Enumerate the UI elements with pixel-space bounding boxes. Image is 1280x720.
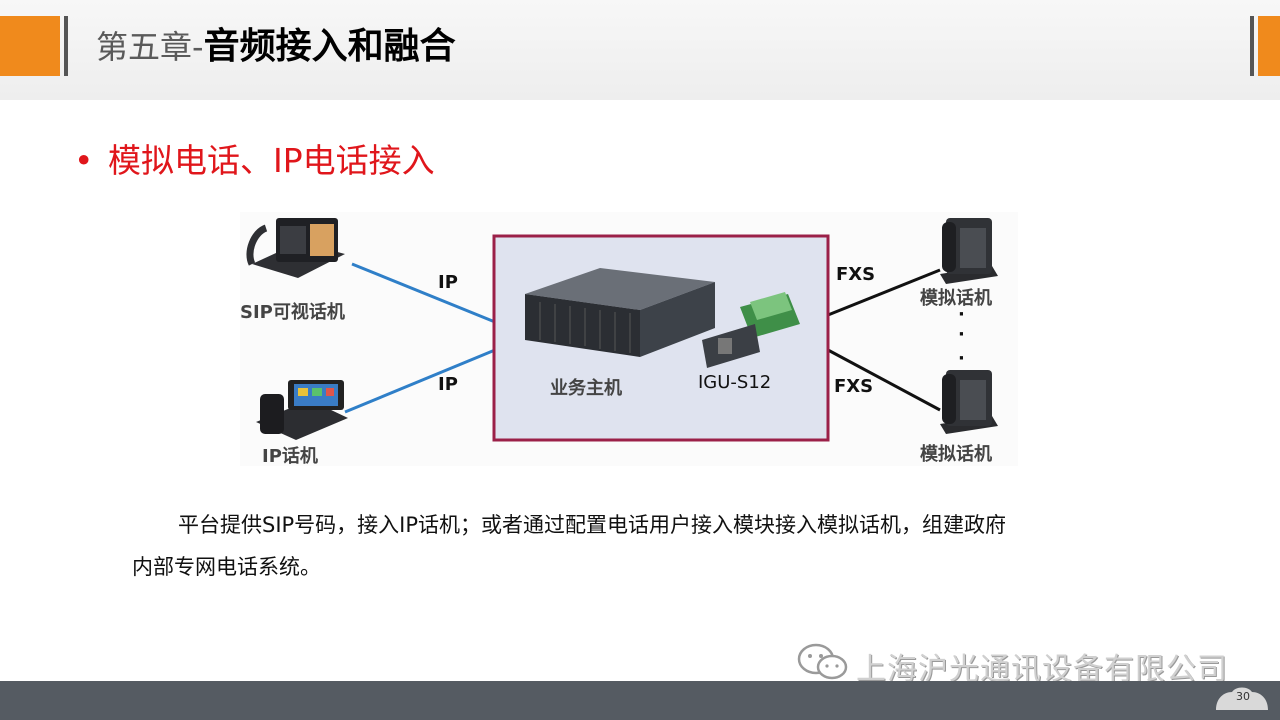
page-number: 30 — [1236, 690, 1250, 703]
link-label-ip-top: IP — [438, 272, 458, 293]
description-paragraph: 平台提供SIP号码，接入IP话机；或者通过配置电话用户接入模块接入模拟话机，组建… — [132, 504, 1142, 588]
bullet-marker: • — [74, 141, 94, 180]
paragraph-line-2: 内部专网电话系统。 — [132, 555, 321, 579]
link-label-fxs-top: FXS — [836, 264, 876, 285]
diagram-graphics — [246, 218, 998, 442]
analog-phone-icon-top — [940, 218, 998, 284]
ip-link-bottom — [344, 348, 496, 414]
fxs-link-bottom — [827, 348, 941, 412]
title-main: 音频接入和融合 — [203, 26, 456, 67]
slide-title: 第五章-音频接入和融合 — [96, 22, 456, 72]
ellipsis-dot-1: · — [958, 304, 965, 325]
module-label: IGU-S12 — [698, 372, 772, 393]
link-label-fxs-bottom: FXS — [834, 376, 874, 397]
network-diagram: SIP可视话机 IP话机 IP IP 业务主机 IGU-S12 FXS FXS … — [240, 212, 1018, 467]
header-accent-left — [0, 16, 60, 76]
header-rule-left — [64, 16, 68, 76]
server-label: 业务主机 — [550, 378, 622, 399]
bullet-text: 模拟电话、IP电话接入 — [108, 141, 435, 180]
device-label-sip-phone: SIP可视话机 — [240, 302, 345, 323]
title-prefix: 第五章- — [96, 28, 204, 66]
header-accent-right — [1258, 16, 1280, 76]
device-label-analog-top: 模拟话机 — [920, 288, 992, 309]
ip-phone-icon — [256, 380, 348, 440]
bullet-point: • 模拟电话、IP电话接入 — [74, 134, 435, 182]
device-label-ip-phone: IP话机 — [262, 446, 318, 467]
footer-bar — [0, 681, 1280, 720]
device-label-analog-bottom: 模拟话机 — [920, 444, 992, 465]
ellipsis-dot-2: · — [958, 324, 965, 345]
server-chassis-icon — [525, 268, 715, 357]
paragraph-line-1: 平台提供SIP号码，接入IP话机；或者通过配置电话用户接入模块接入模拟话机，组建… — [178, 513, 1007, 537]
slide-header: 第五章-音频接入和融合 — [0, 0, 1280, 100]
wechat-icon — [797, 643, 848, 680]
page-number-badge-icon — [1216, 687, 1268, 710]
header-rule-right — [1250, 16, 1254, 76]
video-phone-icon — [246, 218, 345, 278]
fxs-link-top — [827, 268, 941, 317]
link-label-ip-bottom: IP — [438, 374, 458, 395]
analog-phone-icon-bottom — [940, 370, 998, 434]
ellipsis-dot-3: · — [958, 348, 965, 369]
ip-link-top — [351, 262, 496, 324]
interface-card-icon — [702, 292, 800, 368]
